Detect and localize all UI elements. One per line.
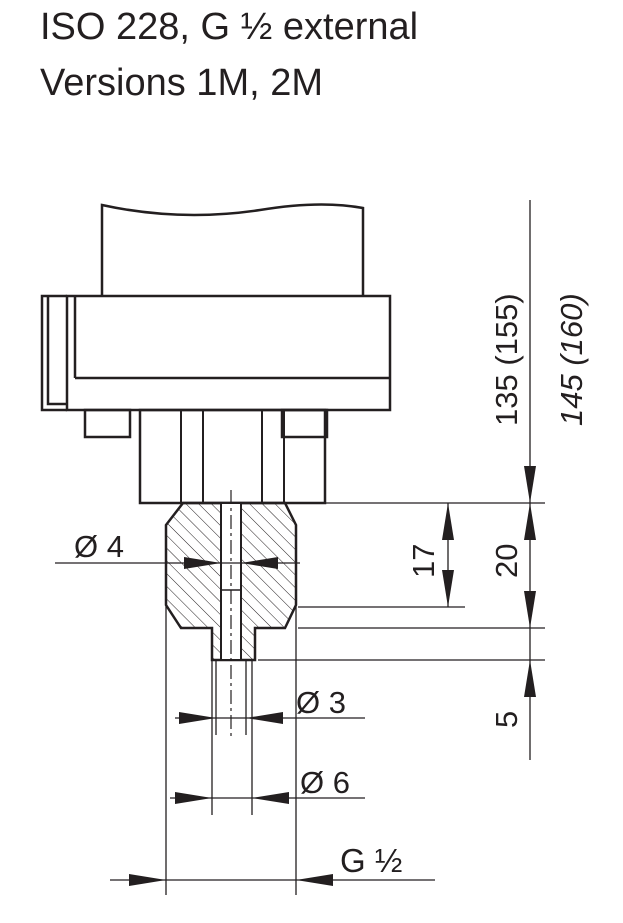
bracket-fill	[42, 296, 67, 410]
housing-plate	[65, 294, 392, 412]
dim-17-label: 17	[406, 544, 441, 578]
dim-d6-label: Ø 6	[300, 765, 350, 800]
dim-thread-label: G ½	[340, 842, 402, 879]
dim-20-label: 20	[489, 544, 524, 578]
drawing-title-line1: ISO 228, G ½ external	[40, 6, 419, 48]
housing-top	[100, 203, 365, 296]
dim-5-label: 5	[489, 711, 524, 728]
left-foot	[83, 408, 132, 439]
dim-d4-label: Ø 4	[74, 529, 124, 564]
right-foot	[280, 408, 329, 439]
dim-height1-label: 135 (155)	[489, 293, 524, 426]
neck-block	[138, 408, 327, 505]
dim-d3-label: Ø 3	[296, 685, 346, 720]
arrowheads	[129, 466, 536, 886]
dim-height2-label: 145 (160)	[554, 293, 589, 426]
bracket	[40, 294, 67, 412]
drawing-title-line2: Versions 1M, 2M	[40, 62, 323, 104]
